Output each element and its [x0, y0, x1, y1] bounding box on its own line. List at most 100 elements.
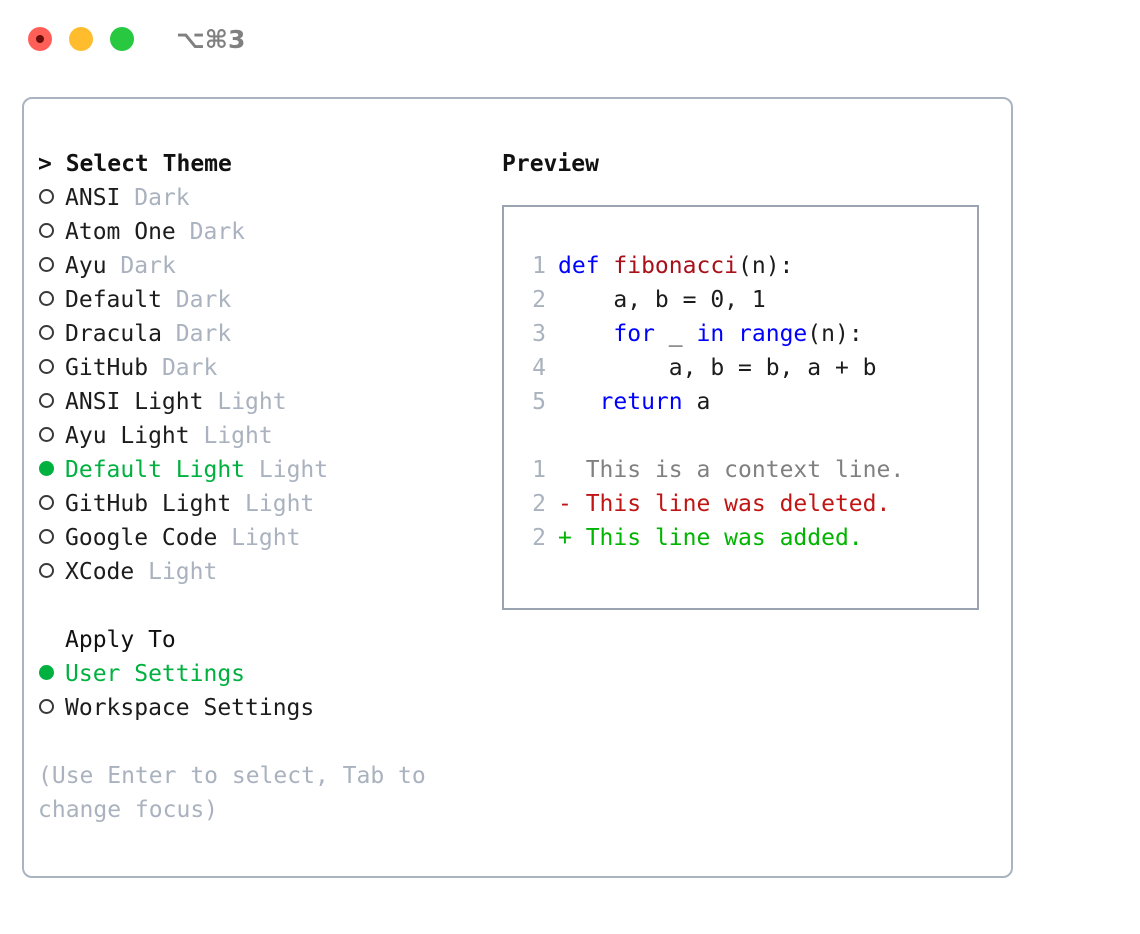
theme-category-tag: Dark	[161, 355, 218, 381]
theme-list-item[interactable]: Default Light Light	[38, 453, 498, 487]
code-diff-separator	[518, 419, 904, 453]
code-line: 5 return a	[518, 385, 904, 419]
theme-name-label: Dracula	[65, 321, 162, 347]
radio-unselected-icon	[39, 189, 54, 204]
line-number: 2	[532, 491, 546, 517]
theme-list-item[interactable]: ANSI Dark	[38, 181, 498, 215]
diff-line-added: 2+ This line was added.	[518, 521, 904, 555]
theme-name-label: Atom One	[65, 219, 176, 245]
theme-category-tag: Light	[245, 491, 315, 517]
apply-to-label: User Settings	[65, 661, 246, 687]
radio-unselected-icon	[39, 359, 54, 374]
radio-unselected-icon	[39, 393, 54, 408]
theme-list-item[interactable]: Google Code Light	[38, 521, 498, 555]
code-token	[558, 389, 600, 415]
radio-unselected-icon	[39, 223, 54, 238]
theme-category-tag: Dark	[134, 185, 190, 211]
theme-list-item[interactable]: Ayu Dark	[38, 249, 498, 283]
apply-to-title: Apply To	[65, 627, 176, 653]
theme-list-item[interactable]: GitHub Dark	[38, 351, 498, 385]
code-token: in	[696, 321, 725, 347]
theme-category-tag: Light	[258, 457, 329, 483]
theme-name-label: GitHub	[65, 355, 149, 381]
theme-category-tag: Dark	[175, 287, 232, 313]
hint-spacer	[38, 725, 498, 759]
code-token: for	[613, 321, 655, 347]
code-line: 4 a, b = b, a + b	[518, 351, 904, 385]
radio-selected-icon	[39, 461, 54, 476]
radio-unselected-icon	[39, 257, 54, 272]
keyboard-hint-text: (Use Enter to select, Tab to change focu…	[38, 763, 426, 823]
radio-unselected-icon	[39, 563, 54, 578]
theme-name-label: ANSI	[65, 185, 121, 211]
radio-unselected-icon	[39, 699, 54, 714]
radio-selected-icon	[39, 665, 54, 680]
theme-list-item[interactable]: Atom One Dark	[38, 215, 498, 249]
theme-name-label: Default Light	[65, 457, 246, 483]
code-token: return	[599, 389, 683, 415]
theme-list-item[interactable]: Default Dark	[38, 283, 498, 317]
theme-category-tag: Light	[217, 389, 287, 415]
diff-sign: -	[558, 491, 572, 517]
line-number: 1	[532, 253, 546, 279]
keyboard-shortcut-label: ⌥⌘3	[176, 24, 246, 54]
theme-list-item[interactable]: ANSI Light Light	[38, 385, 498, 419]
theme-name-label: Default	[65, 287, 162, 313]
theme-name-label: Ayu	[65, 253, 107, 279]
theme-category-tag: Dark	[120, 253, 176, 279]
diff-line-deleted: 2- This line was deleted.	[518, 487, 904, 521]
apply-to-option[interactable]: Workspace Settings	[38, 691, 498, 725]
theme-name-label: Google Code	[65, 525, 218, 551]
theme-name-label: ANSI Light	[65, 389, 204, 415]
diff-sign: +	[558, 525, 572, 551]
theme-list-title: > Select Theme	[38, 151, 232, 177]
line-number: 5	[532, 389, 546, 415]
theme-list-item[interactable]: GitHub Light Light	[38, 487, 498, 521]
theme-category-tag: Light	[203, 423, 273, 449]
minimize-window-button[interactable]	[69, 27, 93, 51]
theme-list-item[interactable]: Dracula Dark	[38, 317, 498, 351]
code-line: 2 a, b = 0, 1	[518, 283, 904, 317]
diff-text: This line was deleted.	[571, 491, 891, 517]
radio-unselected-icon	[39, 495, 54, 510]
theme-category-tag: Light	[148, 559, 218, 585]
code-token: a, b = b, a + b	[558, 355, 877, 381]
theme-list-item[interactable]: Ayu Light Light	[38, 419, 498, 453]
theme-name-label: GitHub Light	[65, 491, 232, 517]
window-titlebar: ⌥⌘3	[0, 0, 1140, 78]
radio-unselected-icon	[39, 427, 54, 442]
close-window-button[interactable]	[28, 27, 52, 51]
code-token: (n):	[807, 321, 863, 347]
close-icon	[36, 35, 44, 43]
diff-text: This is a context line.	[571, 457, 905, 483]
theme-list-item[interactable]: XCode Light	[38, 555, 498, 589]
code-line: 3 for _ in range(n):	[518, 317, 904, 351]
line-number: 2	[532, 525, 546, 551]
theme-name-label: XCode	[65, 559, 135, 585]
apply-to-option[interactable]: User Settings	[38, 657, 498, 691]
code-line: 1 def fibonacci(n):	[518, 249, 904, 283]
line-number: 3	[532, 321, 546, 347]
radio-unselected-icon	[39, 325, 54, 340]
code-token: a	[682, 389, 711, 415]
diff-line-context: 1 This is a context line.	[518, 453, 904, 487]
code-token: fibonacci	[613, 253, 739, 279]
maximize-window-button[interactable]	[110, 27, 134, 51]
list-spacer	[38, 589, 498, 623]
code-token: (n):	[738, 253, 794, 279]
apply-to-label: Workspace Settings	[65, 695, 315, 721]
line-number: 1	[532, 457, 546, 483]
traffic-light-group	[28, 27, 134, 51]
radio-unselected-icon	[39, 291, 54, 306]
code-token: def	[558, 253, 614, 279]
code-token: range	[738, 321, 808, 347]
code-token	[724, 321, 738, 347]
